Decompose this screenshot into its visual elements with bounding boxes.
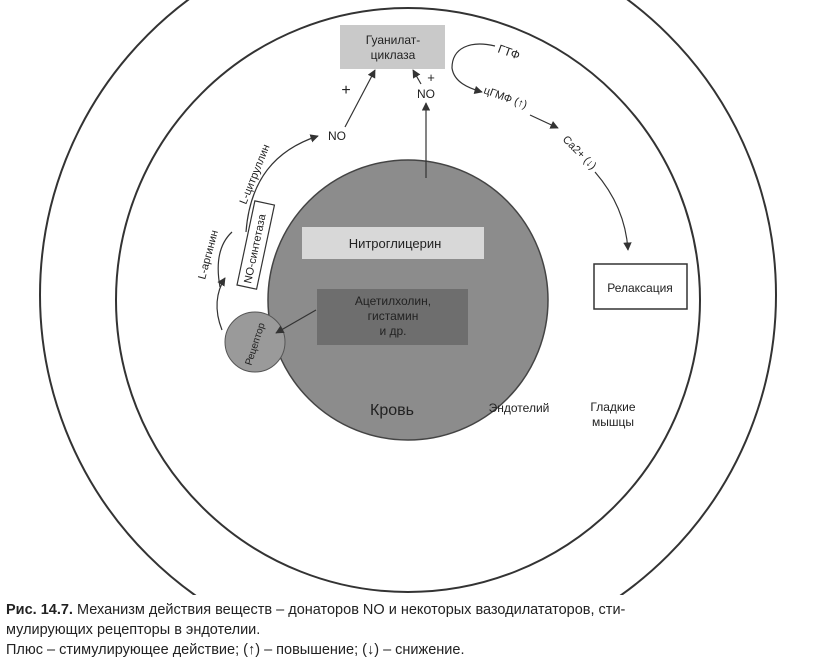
l-arginine-label: L-аргинин: [196, 229, 221, 281]
guanylate-cyclase-box: [340, 25, 445, 69]
receptor-circle: [224, 311, 286, 373]
endothelium-circle: [115, 7, 701, 593]
acetylcholine-line1: Ацетилхолин,: [355, 294, 431, 308]
no-synthase-box: [236, 200, 276, 290]
figure-caption: Рис. 14.7. Механизм действия веществ – д…: [6, 600, 814, 660]
smooth-muscle-label-line2: мышцы: [592, 415, 634, 429]
caption-line1: Рис. 14.7. Механизм действия веществ – д…: [6, 600, 814, 620]
smooth-muscle-label-line1: Гладкие: [590, 400, 635, 414]
no-left-label: NO: [328, 129, 346, 143]
plus-center: +: [427, 70, 435, 85]
plus-left: +: [341, 82, 350, 99]
no-center-arrow-up: [412, 69, 422, 85]
citrulline-arrow: [245, 134, 319, 233]
acetylcholine-line2: гистамин: [368, 309, 419, 323]
ca-label: Ca2+ (↓): [560, 134, 599, 173]
acetylcholine-box: [317, 289, 468, 345]
endothelium-label: Эндотелий: [489, 401, 550, 415]
figure-number: Рис. 14.7.: [6, 602, 73, 618]
caption-line3: Плюс – стимулирующее действие; (↑) – пов…: [6, 642, 465, 658]
mechanism-diagram: Релаксация Рецептор Нитроглицерин Ацетил…: [39, 0, 777, 595]
arginine-connector: [217, 231, 233, 288]
l-citrulline-label: L-цитруллин: [238, 143, 273, 206]
relaxation-box: [593, 263, 688, 310]
guanylate-cyclase-line1: Гуанилат-: [366, 33, 420, 47]
ca-arrow: [594, 171, 632, 251]
guanylate-cyclase-line2: циклаза: [371, 48, 416, 62]
blood-label: Кровь: [370, 402, 414, 419]
caption-line2: мулирующих рецепторы в эндотелии.: [6, 622, 261, 638]
gtp-arrow: [451, 43, 496, 94]
gtp-label: ГТФ: [496, 42, 522, 63]
acetylcholine-line3: и др.: [379, 324, 406, 338]
smooth-muscle-circle: [39, 0, 777, 595]
relaxation-label: Релаксация: [607, 281, 673, 295]
cgmp-label: цГМФ (↑): [482, 85, 529, 112]
nitroglycerin-band: [302, 227, 484, 259]
receptor-pathway-arrow: [216, 277, 226, 331]
no-left-arrow: [344, 69, 376, 128]
acetylcholine-receptor-arrow: [275, 309, 317, 334]
cgmp-arrow: [529, 114, 559, 129]
caption-text-1: Механизм действия веществ – донаторов NO…: [77, 602, 626, 618]
no-center-label: NO: [417, 87, 435, 101]
nitroglycerin-label: Нитроглицерин: [349, 236, 442, 251]
